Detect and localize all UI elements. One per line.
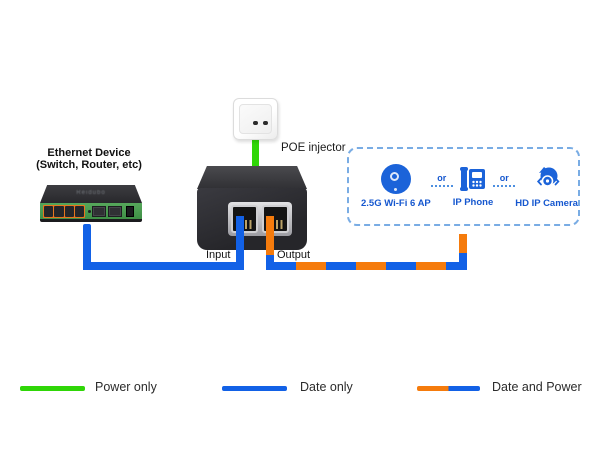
or-separator-1: or	[430, 172, 453, 187]
switch-port-3	[64, 206, 74, 217]
hd-ip-camera-label: HD IP Camera	[515, 198, 578, 209]
outlet-hole-left	[253, 121, 258, 125]
legend-line-data-and-power	[417, 386, 480, 391]
switch-base	[40, 219, 142, 222]
ip-phone-label: IP Phone	[452, 197, 494, 208]
wifi-ap-dot	[393, 188, 397, 191]
power-cable-green	[252, 118, 259, 170]
device-wifi-ap: 2.5G Wi-Fi 6 AP	[361, 164, 431, 209]
poe-injector-label: POE injector	[281, 142, 346, 154]
switch-port-1	[44, 206, 54, 217]
switch-sfp-slot-1	[92, 206, 106, 217]
device-ip-phone: IP Phone	[453, 165, 493, 208]
or-text: or	[437, 172, 447, 183]
output-cable-vertical-right	[459, 234, 467, 270]
powered-devices-box: 2.5G Wi-Fi 6 AP or IP Phone or	[347, 147, 580, 226]
input-cable-vertical-left	[83, 224, 91, 270]
device-hd-ip-camera: HD IP Camera	[515, 164, 578, 209]
output-label: Output	[277, 249, 311, 261]
legend-line-power	[20, 386, 85, 391]
wifi-ap-label: 2.5G Wi-Fi 6 AP	[361, 198, 431, 209]
poe-injector	[197, 188, 307, 250]
outlet-plate	[239, 104, 272, 134]
switch-port-2	[54, 206, 64, 217]
switch-rj45-port-block	[43, 205, 85, 218]
wifi-ap-ring	[389, 172, 399, 181]
legend-label-data-and-power: Date and Power	[492, 380, 582, 394]
poe-injector-top-face	[197, 166, 307, 189]
switch-sfp-slot-2	[108, 206, 122, 217]
or-text: or	[499, 172, 509, 183]
ethernet-device-label-line1: Ethernet Device	[47, 147, 131, 159]
switch-brand-text: Reidubo	[76, 190, 106, 196]
ethernet-device-label: Ethernet Device (Switch, Router, etc)	[18, 147, 160, 171]
ethernet-switch: Reidubo	[40, 185, 142, 222]
wifi-ap-icon	[380, 164, 411, 194]
or-dotted-line	[493, 184, 516, 187]
outlet-hole-right	[263, 121, 268, 125]
output-cable-vertical-left	[266, 216, 274, 270]
injector-input-port	[231, 205, 258, 233]
switch-port-4	[74, 206, 84, 217]
legend-line-data	[222, 386, 287, 391]
switch-console-port	[126, 206, 134, 217]
wall-outlet	[233, 98, 278, 140]
ip-phone-icon	[460, 167, 486, 191]
or-separator-2: or	[493, 172, 516, 187]
legend-label-data: Date only	[300, 380, 353, 394]
output-cable-horizontal-dashed	[266, 262, 467, 270]
legend-label-power: Power only	[95, 380, 157, 394]
switch-led	[88, 210, 91, 213]
or-dotted-line	[430, 184, 453, 187]
input-label: Input	[206, 249, 231, 261]
input-cable-horizontal	[83, 262, 244, 270]
ethernet-device-label-line2: (Switch, Router, etc)	[36, 159, 142, 171]
switch-top-panel	[40, 185, 142, 203]
input-cable-vertical-right	[236, 216, 244, 270]
hd-ip-camera-icon	[536, 167, 560, 187]
